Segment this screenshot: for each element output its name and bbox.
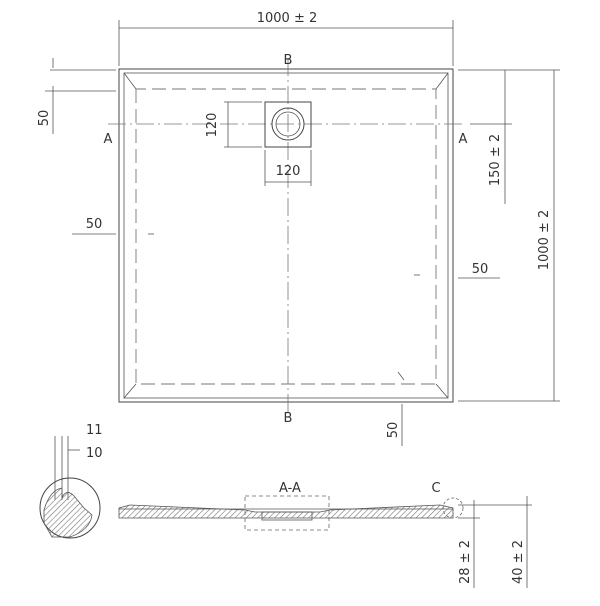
detail-circle — [39, 477, 101, 539]
section-callout-c: C — [431, 481, 440, 496]
height-dim-text: 1000 ± 2 — [537, 210, 552, 271]
drain-outer-ring — [271, 107, 305, 141]
section-dim-inner: 28 ± 2 — [458, 540, 473, 584]
offset-bottom-text: 50 — [386, 422, 401, 439]
dimension-left-top: 50 — [37, 86, 116, 134]
basin-outline — [135, 88, 437, 385]
drain-inner-ring — [275, 111, 301, 137]
tray-inner-edge — [123, 72, 449, 399]
dimension-right-mid: 50 — [458, 262, 500, 279]
offset-left-mid-text: 50 — [86, 217, 103, 232]
drain-square — [264, 101, 312, 148]
dimension-height: 1000 ± 2 — [537, 70, 555, 401]
detail-dim-top: 11 — [86, 423, 103, 438]
section-aa: A-A C 28 ± 2 40 ± 2 — [118, 481, 532, 588]
tray-outer-edge — [118, 68, 454, 403]
section-a-right-label: A — [459, 132, 468, 147]
offset-right-mid-text: 50 — [472, 262, 489, 277]
drain-offset-text: 150 ± 2 — [488, 134, 503, 186]
dimension-drain-height: 120 — [205, 101, 262, 148]
drain-height-text: 120 — [205, 113, 220, 138]
section-b-top-label: B — [284, 53, 293, 68]
bevel-tr — [435, 72, 449, 90]
drain — [264, 101, 312, 148]
detail-profile — [43, 487, 93, 538]
callout-circle — [442, 497, 464, 519]
dimension-width: 1000 ± 2 — [118, 11, 454, 66]
tray-plan — [118, 68, 454, 403]
section-drain-box — [244, 495, 330, 531]
section-a-left-label: A — [104, 132, 113, 147]
offset-left-top-text: 50 — [37, 110, 52, 127]
section-aa-title: A-A — [279, 481, 301, 496]
section-b-bottom-label: B — [284, 411, 293, 426]
bevel-tl — [123, 72, 137, 90]
detail-dim-bottom: 10 — [86, 446, 103, 461]
section-dim-outer: 40 ± 2 — [511, 540, 526, 584]
width-dim-text: 1000 ± 2 — [257, 11, 318, 26]
dimension-bottom: 50 — [386, 404, 403, 446]
dimension-left-mid: 50 — [72, 217, 116, 235]
section-profile — [118, 504, 454, 519]
tick-bottom-right — [397, 371, 405, 381]
dimension-drain-offset: 150 ± 2 — [470, 70, 512, 204]
dimension-drain-width: 120 — [264, 150, 312, 186]
bevel-br — [435, 383, 449, 399]
detail-c: 11 10 — [39, 423, 103, 539]
drain-width-text: 120 — [276, 164, 301, 179]
bevel-bl — [123, 383, 137, 399]
